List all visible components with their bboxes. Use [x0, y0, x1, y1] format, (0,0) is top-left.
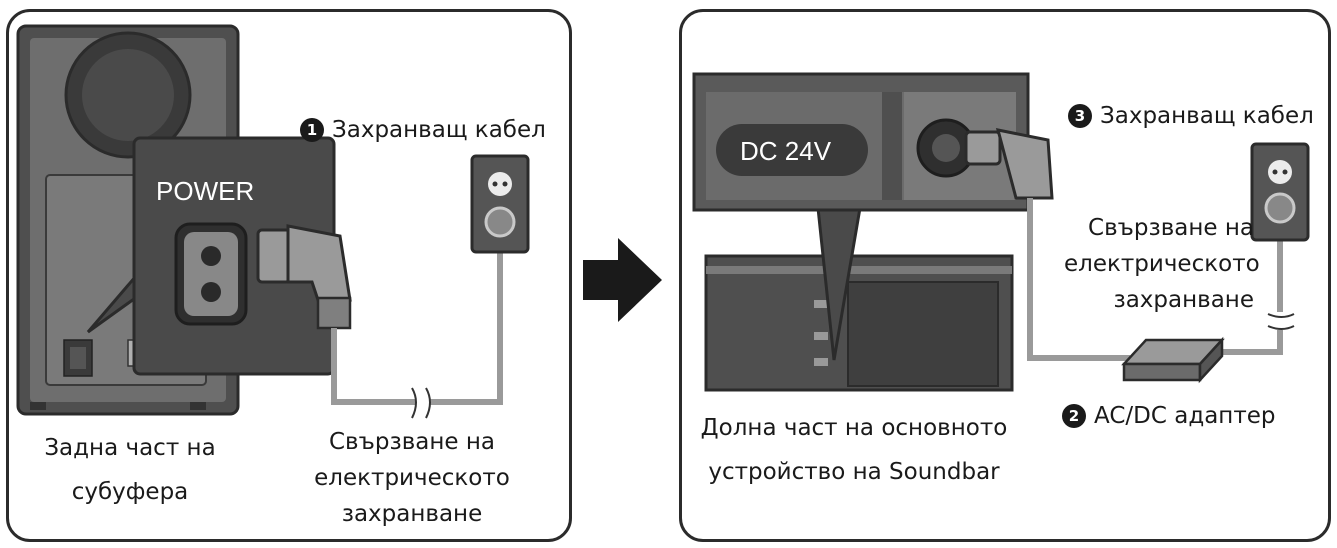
connect-caption-left-line-1: Свързване на — [329, 429, 495, 455]
subwoofer-caption-line-2: субуфера — [71, 479, 189, 505]
dc-label: DC 24V — [740, 136, 832, 166]
wall-socket — [470, 154, 530, 254]
soundbar-caption: Долна част на основното устройство на So… — [694, 410, 1014, 490]
step-1-badge: 1 — [300, 118, 324, 142]
adapter-power-cable — [1218, 232, 1283, 355]
cable-label-right-text: Захранващ кабел — [1100, 103, 1314, 129]
subwoofer-caption: Задна част на субуфера — [30, 430, 230, 510]
connect-caption-left-line-2: електрическото — [314, 465, 510, 491]
subwoofer-caption-line-1: Задна част на — [44, 435, 216, 461]
connect-caption-right-line-1: Свързване на — [1088, 215, 1254, 241]
soundbar-caption-line-1: Долна част на основното — [700, 415, 1008, 441]
soundbar-bottom — [704, 254, 1014, 392]
connect-caption-right-line-2: електрическото — [1064, 251, 1260, 277]
adapter-label-text: AC/DC адаптер — [1094, 403, 1276, 429]
connect-caption-right-line-3: захранване — [1113, 287, 1254, 313]
wall-socket-right — [1250, 142, 1310, 242]
power-label: POWER — [156, 176, 255, 206]
step-3-badge: 3 — [1068, 104, 1092, 128]
soundbar-caption-line-2: устройство на Soundbar — [708, 459, 1000, 485]
adapter-cable — [1027, 198, 1130, 361]
power-socket-callout — [86, 136, 336, 376]
power-plug — [256, 224, 352, 330]
adapter-label: 2 AC/DC адаптер — [1062, 398, 1276, 434]
ac-dc-adapter — [1121, 336, 1225, 384]
soundbar-connection-panel — [679, 9, 1331, 542]
next-step-arrow — [583, 238, 662, 322]
dc-plug — [964, 128, 1054, 200]
connect-caption-left-line-3: захранване — [341, 501, 483, 527]
cable-label-right: 3 Захранващ кабел — [1068, 98, 1314, 134]
power-cable — [331, 230, 503, 405]
step-2-badge: 2 — [1062, 404, 1086, 428]
cable-label-left-text: Захранващ кабел — [332, 117, 546, 143]
connect-caption-left: Свързване на електрическото захранване — [312, 424, 512, 532]
cable-label-left: 1 Захранващ кабел — [300, 112, 546, 148]
connect-caption-right: Свързване на електрическото захранване — [1064, 210, 1260, 318]
